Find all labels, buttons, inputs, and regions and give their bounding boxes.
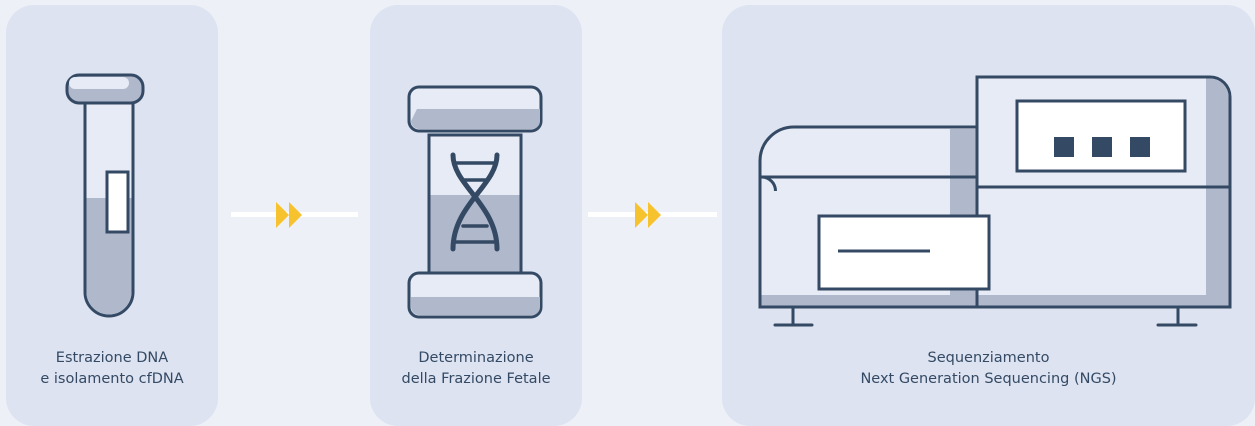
step-card-extraction: Estrazione DNA e isolamento cfDNA: [6, 5, 218, 426]
step-caption: Sequenziamento Next Generation Sequencin…: [722, 348, 1255, 390]
step-caption-line1: Determinazione: [418, 350, 534, 366]
flow-connector-2: [588, 202, 717, 228]
step-caption-line2: Next Generation Sequencing (NGS): [860, 371, 1117, 387]
double-chevron-right-icon: [635, 202, 661, 228]
step-caption: Estrazione DNA e isolamento cfDNA: [6, 348, 218, 390]
flow-connector-1: [231, 202, 358, 228]
sequencer-machine-icon: [758, 75, 1232, 327]
step-caption-line2: della Frazione Fetale: [401, 371, 551, 387]
step-caption-line2: e isolamento cfDNA: [40, 371, 184, 387]
step-caption-line1: Estrazione DNA: [55, 350, 169, 366]
test-tube-icon: [65, 73, 145, 318]
step-caption-line1: Sequenziamento: [927, 350, 1050, 366]
step-card-sequencing: Sequenziamento Next Generation Sequencin…: [722, 5, 1255, 426]
indicator-lights: [1054, 137, 1150, 157]
display-panel: [1015, 99, 1187, 173]
step-card-fetal-fraction: Determinazione della Frazione Fetale: [370, 5, 582, 426]
double-chevron-right-icon: [276, 202, 302, 228]
step-caption: Determinazione della Frazione Fetale: [370, 348, 582, 390]
dna-capsule-icon: [407, 85, 543, 319]
